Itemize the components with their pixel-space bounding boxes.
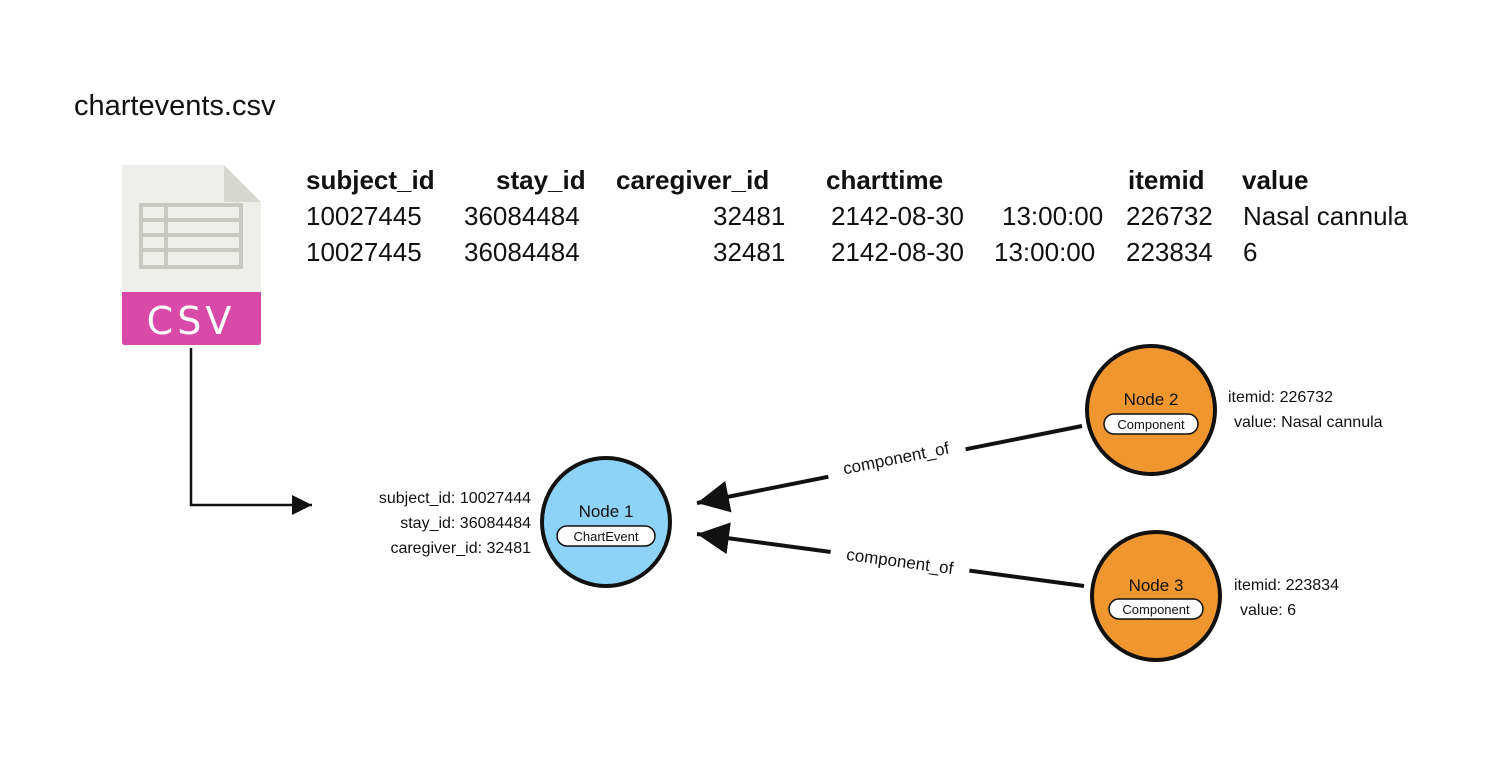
row1-subject-id: 10027445 [306, 201, 422, 231]
node-label-pill [1103, 413, 1199, 435]
header-stay-id: stay_id [496, 165, 586, 195]
row1-chartdate: 2142-08-30 [831, 201, 964, 231]
row1-charttime: 13:00:00 [1002, 201, 1104, 231]
node-2: Node 2 Component [1085, 344, 1217, 476]
csv-to-graph-arrow [189, 348, 312, 515]
table-glyph-icon [139, 203, 243, 269]
node-label: Component [1122, 602, 1190, 617]
node-title: Node 3 [1129, 576, 1184, 595]
node-title: Node 2 [1124, 390, 1179, 409]
row2-caregiver-id: 32481 [713, 237, 786, 267]
edge-node3-to-node1: component_of [696, 522, 1085, 588]
row1-caregiver-id: 32481 [713, 201, 786, 231]
node-label-pill [556, 525, 656, 547]
node-label-pill [1108, 598, 1204, 620]
node1-prop-stay-id: stay_id: 36084484 [400, 515, 531, 532]
node-label: ChartEvent [573, 529, 638, 544]
node1-prop-caregiver-id: caregiver_id: 32481 [390, 540, 531, 557]
row1-stay-id: 36084484 [464, 201, 580, 231]
node3-prop-value: value: 6 [1240, 602, 1297, 619]
node1-properties: subject_id: 10027444 stay_id: 36084484 c… [379, 486, 531, 561]
node3-properties: itemid: 223834 value: 6 [1234, 573, 1339, 623]
row2-value: 6 [1243, 237, 1258, 267]
row2-charttime: 13:00:00 [994, 237, 1096, 267]
header-itemid: itemid [1128, 165, 1205, 195]
row2-chartdate: 2142-08-30 [831, 237, 964, 267]
row1-value: Nasal cannula [1243, 201, 1408, 231]
node2-prop-value: value: Nasal cannula [1234, 414, 1383, 431]
file-title: chartevents.csv [74, 90, 276, 122]
node-1: Node 1 ChartEvent [540, 456, 672, 588]
header-caregiver-id: caregiver_id [616, 165, 770, 195]
csv-icon-label: CSV [147, 299, 236, 343]
header-charttime: charttime [826, 165, 944, 195]
node2-properties: itemid: 226732 value: Nasal cannula [1228, 385, 1383, 435]
node-label: Component [1117, 417, 1185, 432]
header-subject-id: subject_id [306, 165, 435, 195]
row2-subject-id: 10027445 [306, 237, 422, 267]
csv-file-icon: CSV [122, 165, 261, 345]
node-3: Node 3 Component [1090, 530, 1222, 662]
edge-node2-to-node1: component_of [696, 424, 1083, 513]
header-value: value [1242, 165, 1309, 195]
row2-itemid: 223834 [1126, 237, 1213, 267]
row2-stay-id: 36084484 [464, 237, 580, 267]
node1-prop-subject-id: subject_id: 10027444 [378, 490, 531, 507]
node2-prop-itemid: itemid: 226732 [1228, 389, 1333, 406]
node3-prop-itemid: itemid: 223834 [1234, 577, 1339, 594]
node-title: Node 1 [579, 502, 634, 521]
row1-itemid: 226732 [1126, 201, 1213, 231]
edge-label: component_of [841, 439, 951, 479]
